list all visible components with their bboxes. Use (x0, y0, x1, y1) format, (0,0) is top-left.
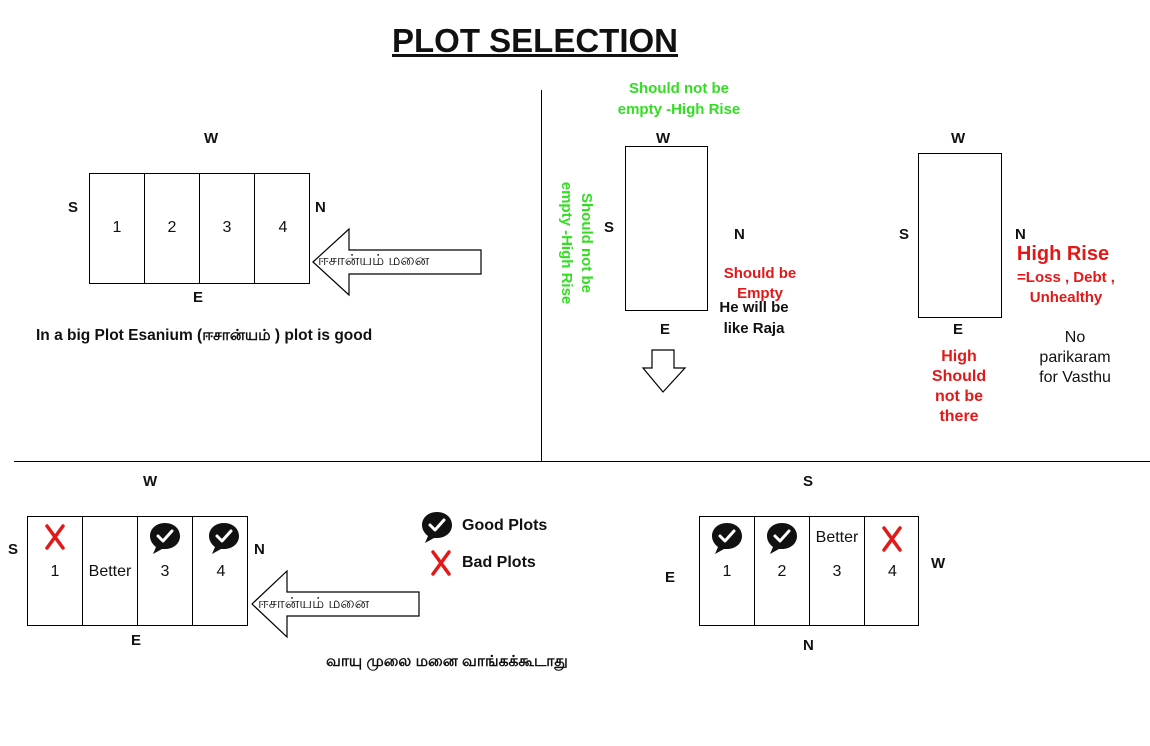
north-label: N (254, 541, 265, 558)
speech-bubble-check-icon (209, 523, 239, 554)
plot-cell: 1 (700, 517, 755, 625)
better-label: Better (815, 529, 859, 546)
east-label: E (953, 321, 964, 338)
west-label: W (931, 555, 946, 572)
plot-cell: 4 (278, 219, 288, 236)
south-label: S (899, 226, 910, 243)
raja-note: He will be like Raja (719, 299, 789, 337)
top-note: Should not be empty -High Rise (617, 80, 741, 118)
down-arrow-icon (641, 349, 687, 393)
red-x-icon (45, 524, 65, 550)
high-should-not-note: High Should not be there (931, 348, 987, 425)
speech-bubble-check-icon (150, 523, 180, 554)
plot-cell: 1 (90, 174, 145, 283)
top-left-caption: In a big Plot Esanium (ஈசான்யம் ) plot i… (36, 327, 373, 344)
east-label: E (131, 632, 142, 649)
plot-cell: 2 (145, 174, 200, 283)
plot-cell: 3 (200, 174, 255, 283)
plot-cell: Better 3 (810, 517, 865, 625)
block-arrow-icon (251, 570, 420, 639)
plot-cell: 4 (865, 517, 920, 625)
esanyam-arrow-label: ஈசான்யம் மனை (258, 595, 370, 612)
plot-box (625, 146, 708, 311)
south-label: S (8, 541, 19, 558)
horizontal-divider (14, 461, 1150, 462)
plot-cell: 2 (755, 517, 810, 625)
speech-bubble-check-icon (712, 523, 742, 554)
west-label: W (656, 130, 671, 147)
high-rise-label: High Rise (1016, 243, 1110, 265)
legend-good-label: Good Plots (462, 517, 548, 534)
should-be-empty-note: Should be Empty (723, 265, 797, 302)
plot-cell: Better (83, 517, 138, 625)
block-arrow-icon (312, 228, 482, 297)
plot-cell: 1 (28, 517, 83, 625)
speech-bubble-check-icon (767, 523, 797, 554)
plot-box (918, 153, 1002, 318)
north-label: N (803, 637, 814, 654)
west-label: W (204, 130, 219, 147)
bottom-left-caption: வாயு முலை மனை வாங்கக்கூடாது (326, 653, 568, 670)
vertical-divider (541, 90, 542, 461)
esanyam-arrow-label: ஈசான்யம் மனை (318, 252, 430, 269)
page-title: PLOT SELECTION (391, 22, 678, 59)
north-label: N (734, 226, 745, 243)
plot-cell: 3 (138, 517, 193, 625)
speech-bubble-check-icon (422, 512, 452, 543)
east-label: E (193, 289, 204, 306)
east-label: E (660, 321, 671, 338)
loss-note: =Loss , Debt , Unhealthy (1017, 269, 1115, 306)
plot-row: 1 2 3 4 (89, 173, 310, 284)
south-label: S (803, 473, 814, 490)
side-note: Should not be empty -High Rise (558, 181, 595, 305)
west-label: W (951, 130, 966, 147)
south-label: S (604, 219, 615, 236)
plot-cell: 4 (193, 517, 249, 625)
south-label: S (68, 199, 79, 216)
north-label: N (315, 199, 326, 216)
red-x-icon (882, 526, 902, 552)
plot-row: 1 Better 3 4 (27, 516, 248, 626)
plot-row: 1 2 Better 3 4 (699, 516, 919, 626)
no-parikaram-note: No parikaram for Vasthu (1039, 329, 1111, 386)
north-label: N (1015, 226, 1026, 243)
west-label: W (143, 473, 158, 490)
east-label: E (665, 569, 676, 586)
legend-bad-label: Bad Plots (462, 554, 536, 571)
red-x-icon (431, 550, 451, 576)
